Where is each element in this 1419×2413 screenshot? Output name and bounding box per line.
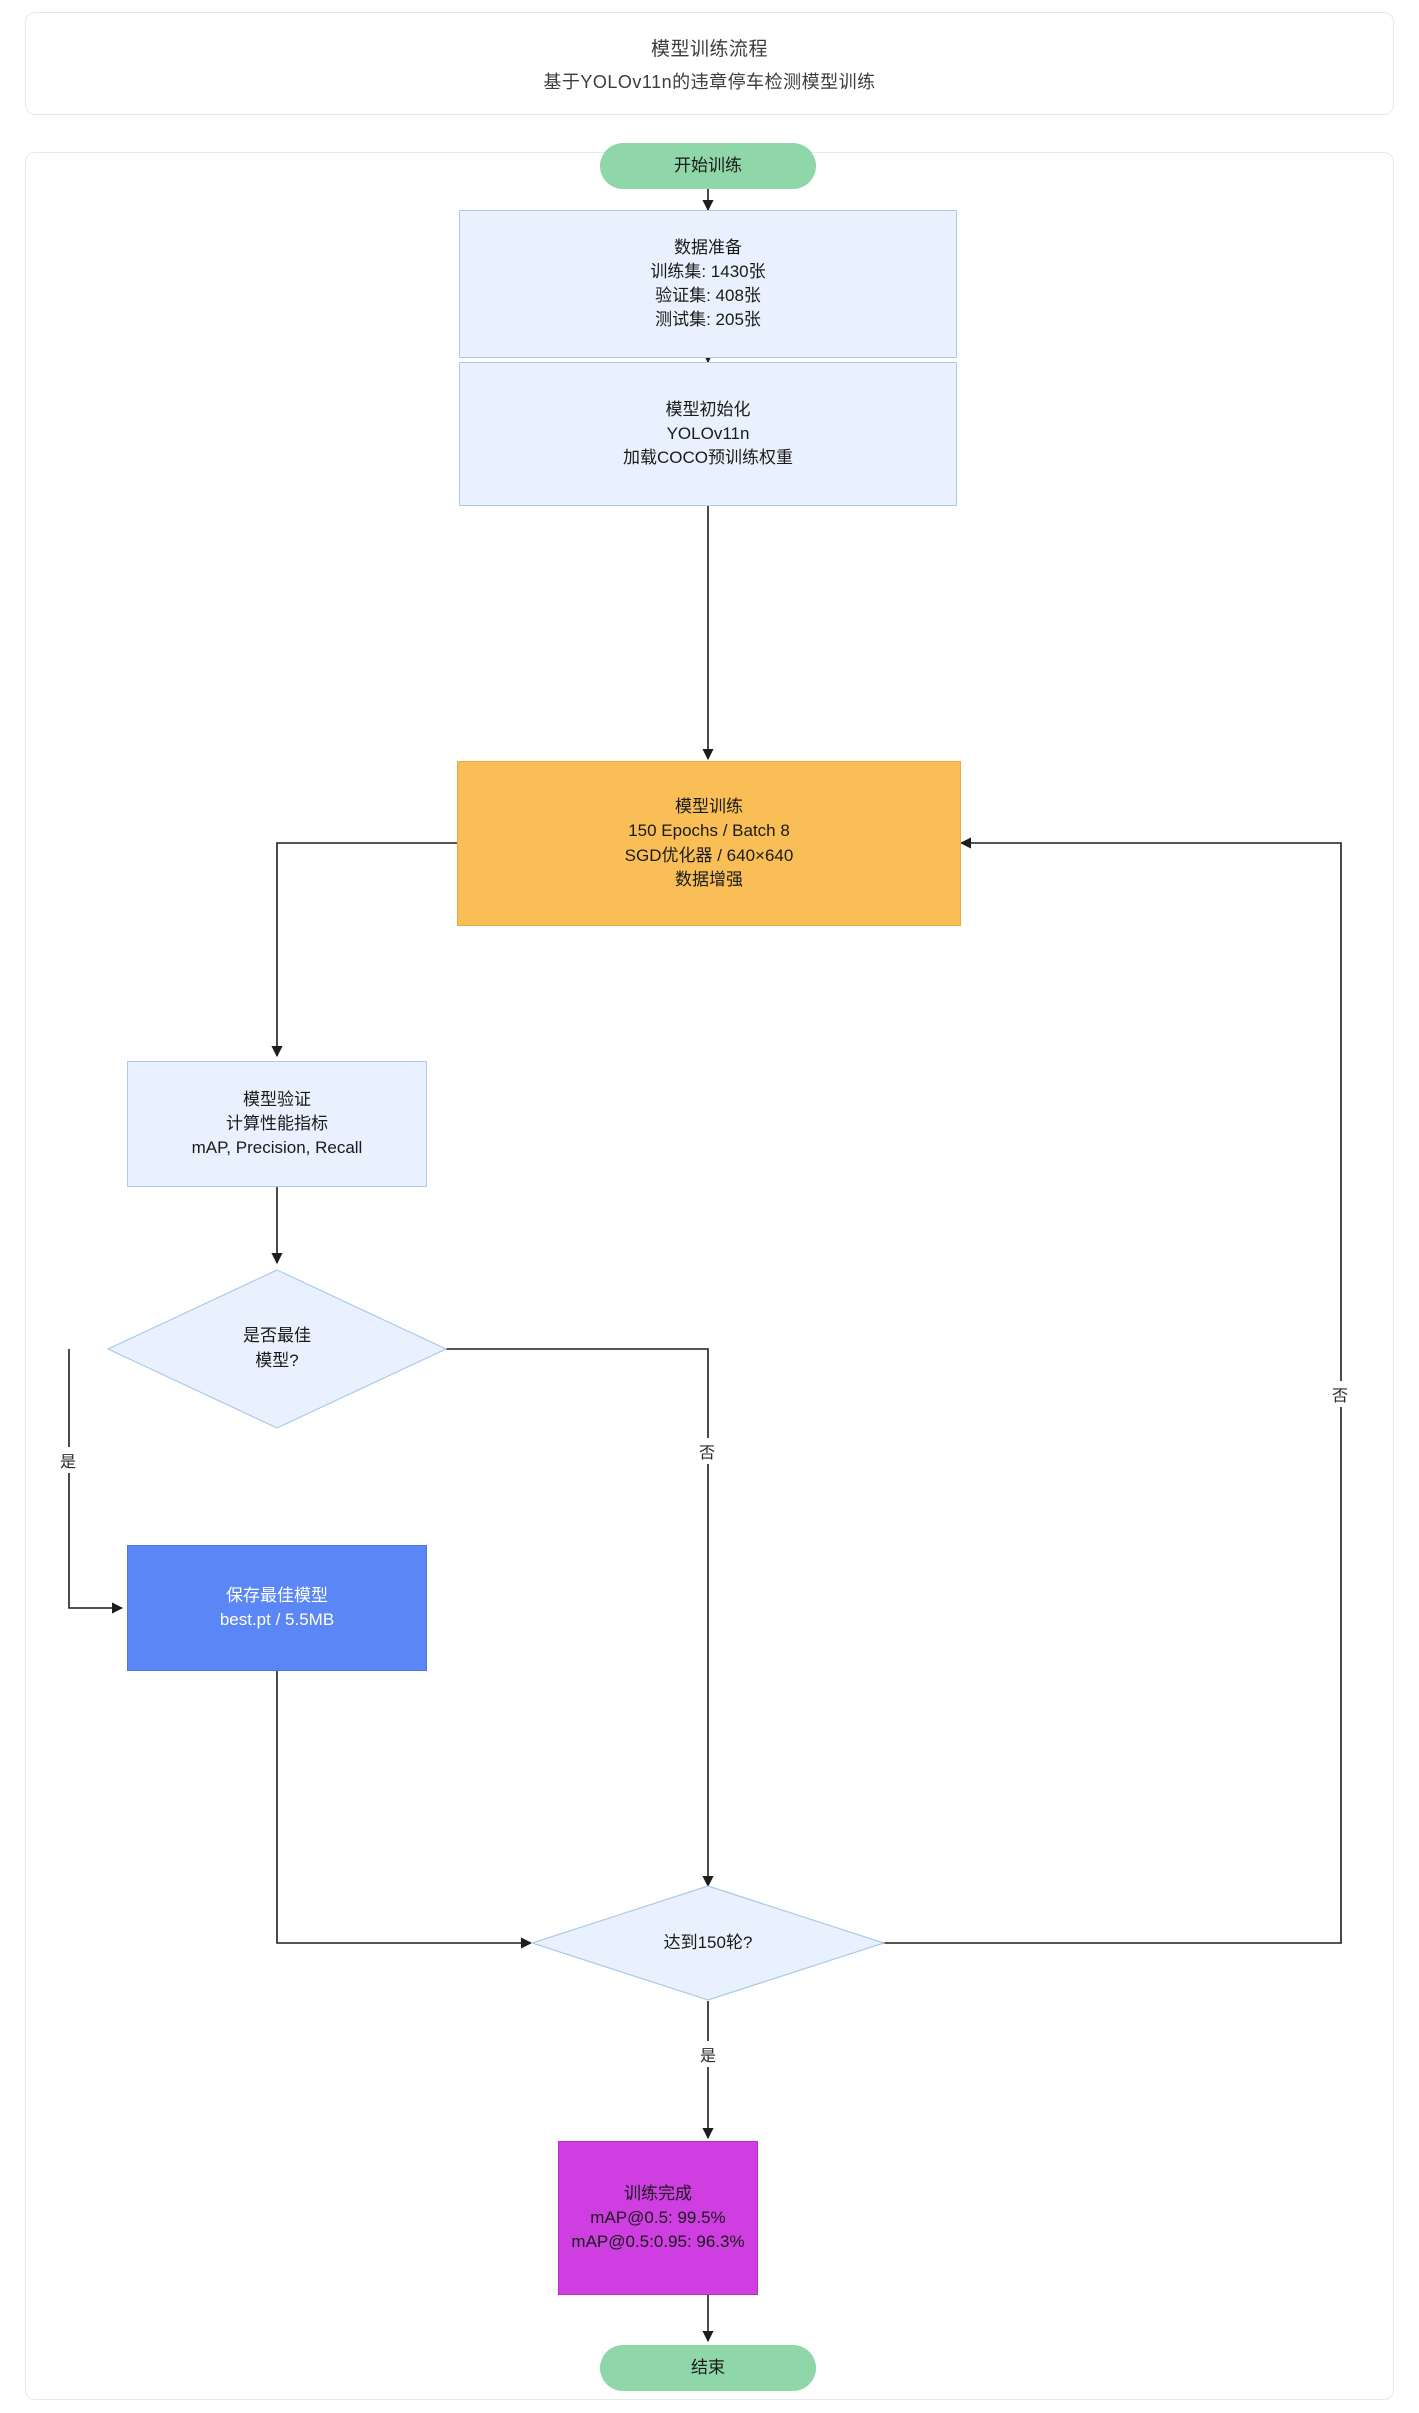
edge-train-to-validate	[271, 842, 457, 1058]
node-model-init-line-2: 加载COCO预训练权重	[623, 448, 793, 468]
node-data-preparation-line-0: 数据准备	[674, 237, 742, 257]
decision-is-best-shape	[107, 1269, 447, 1429]
node-training-complete[interactable]: 训练完成 mAP@0.5: 99.5% mAP@0.5:0.95: 96.3%	[558, 2141, 758, 2295]
node-data-preparation[interactable]: 数据准备 训练集: 1430张 验证集: 408张 测试集: 205张	[459, 210, 957, 358]
node-model-training-line-1: 150 Epochs / Batch 8	[628, 821, 790, 841]
node-model-training-line-2: SGD优化器 / 640×640	[624, 845, 794, 865]
node-decision-is-best[interactable]: 是否最佳 模型?	[107, 1269, 447, 1429]
node-save-best-model[interactable]: 保存最佳模型 best.pt / 5.5MB	[127, 1545, 427, 1671]
page-subtitle: 基于YOLOv11n的违章停车检测模型训练	[543, 71, 876, 92]
node-model-training[interactable]: 模型训练 150 Epochs / Batch 8 SGD优化器 / 640×6…	[457, 761, 961, 926]
node-start[interactable]: 开始训练	[600, 143, 816, 189]
node-model-init[interactable]: 模型初始化 YOLOv11n 加载COCO预训练权重	[459, 362, 957, 506]
node-model-training-line-0: 模型训练	[675, 797, 743, 817]
node-model-validation[interactable]: 模型验证 计算性能指标 mAP, Precision, Recall	[127, 1061, 427, 1187]
node-training-complete-line-2: mAP@0.5:0.95: 96.3%	[571, 2232, 745, 2252]
header-card: 模型训练流程 基于YOLOv11n的违章停车检测模型训练	[25, 12, 1394, 115]
node-decision-reached-epochs[interactable]: 达到150轮?	[531, 1885, 885, 2001]
node-training-complete-line-0: 训练完成	[624, 2183, 692, 2203]
node-data-preparation-line-1: 训练集: 1430张	[650, 261, 766, 281]
node-model-validation-line-1: 计算性能指标	[226, 1113, 328, 1133]
node-training-complete-line-1: mAP@0.5: 99.5%	[590, 2207, 726, 2227]
node-end[interactable]: 结束	[600, 2345, 816, 2391]
edge-save-to-reached	[276, 1671, 533, 1949]
edge-label-reached-no: 否	[1329, 1381, 1352, 1407]
decision-reached-epochs-shape	[531, 1885, 885, 2001]
edge-isbest-no-to-reached	[446, 1348, 714, 1888]
node-start-line-0: 开始训练	[674, 155, 742, 175]
node-model-init-line-1: YOLOv11n	[666, 423, 750, 443]
edge-reached-no-to-train	[727, 837, 1342, 1944]
node-data-preparation-line-2: 验证集: 408张	[655, 286, 761, 305]
node-data-preparation-line-3: 测试集: 205张	[655, 310, 761, 330]
node-save-best-model-line-0: 保存最佳模型	[226, 1585, 328, 1605]
node-model-training-line-3: 数据增强	[675, 869, 743, 889]
edge-label-reached-yes: 是	[697, 2041, 720, 2067]
edge-label-isbest-yes: 是	[57, 1447, 80, 1473]
page-title: 模型训练流程	[650, 38, 768, 60]
node-model-init-line-0: 模型初始化	[665, 399, 751, 419]
node-save-best-model-line-1: best.pt / 5.5MB	[219, 1610, 335, 1629]
node-model-validation-line-0: 模型验证	[243, 1089, 311, 1109]
diagram-card: 开始训练 数据准备 训练集: 1430张 验证集: 408张 测试集: 205张…	[25, 143, 1394, 2400]
edge-isbest-yes-to-save	[68, 1349, 124, 1614]
edge-label-isbest-no: 否	[696, 1438, 719, 1464]
node-model-validation-line-2: mAP, Precision, Recall	[191, 1138, 363, 1158]
node-end-line-0: 结束	[691, 2357, 725, 2377]
